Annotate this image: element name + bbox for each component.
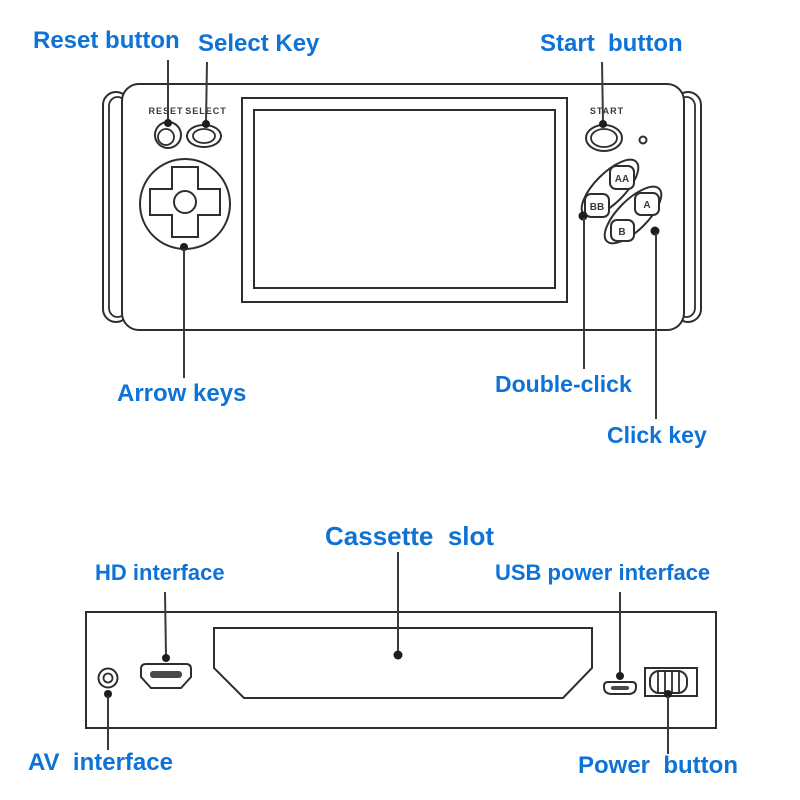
double-click-callout-dot <box>578 211 588 221</box>
usb-callout-dot <box>616 672 624 680</box>
av-jack-outer <box>97 667 119 689</box>
button-aa <box>609 165 635 190</box>
action-button-cluster: AA BB A B <box>580 158 663 245</box>
hd-callout-dot <box>162 654 170 662</box>
start-callout-line <box>601 61 604 123</box>
cassette-callout-dot <box>393 650 403 660</box>
dpad-center-dot <box>173 190 197 214</box>
screen-display <box>253 109 556 289</box>
bottom-callout-lines <box>104 552 672 754</box>
button-aa-label: AA <box>615 174 629 185</box>
click-callout-dot <box>650 226 660 236</box>
console-front-view: RESET SELECT START <box>102 60 702 419</box>
select-callout-line <box>205 61 208 123</box>
power-callout-dot <box>664 690 672 698</box>
click-callout-label: Click key <box>607 422 707 448</box>
cassette-slot-opening <box>213 627 593 699</box>
usb-port-slot <box>611 686 629 690</box>
button-a <box>634 192 660 216</box>
select-callout-label: Select Key <box>198 30 320 57</box>
reset-button-inner <box>157 128 175 146</box>
console-bottom-view <box>85 552 717 754</box>
select-callout-dot <box>202 120 210 128</box>
av-callout-label: AV interface <box>28 749 173 776</box>
button-bb <box>584 193 610 218</box>
start-device-label: START <box>590 106 624 116</box>
arrows-callout-label: Arrow keys <box>117 380 247 407</box>
double-click-callout-label: Double-click <box>495 371 632 397</box>
start-callout-dot <box>599 120 607 128</box>
reset-callout-dot <box>164 119 172 127</box>
av-jack <box>97 667 119 689</box>
av-callout-dot <box>104 690 112 698</box>
power-callout-label: Power button <box>578 752 738 779</box>
hdmi-port-slot <box>150 671 182 678</box>
usb-port <box>603 681 637 695</box>
button-bb-label: BB <box>590 202 604 213</box>
hd-callout-line <box>164 591 167 657</box>
front-callout-lines <box>164 60 660 419</box>
select-button-inner <box>192 128 216 144</box>
arrows-callout-dot <box>180 243 188 251</box>
button-b-label: B <box>618 227 625 238</box>
dpad-cross <box>149 166 221 238</box>
av-jack-inner <box>102 672 114 684</box>
button-a-label: A <box>643 200 650 211</box>
hdmi-port <box>140 663 192 689</box>
start-callout-label: Start button <box>540 30 683 57</box>
screen-bezel <box>241 97 568 303</box>
hdmi-port-outline <box>140 663 192 689</box>
usb-port-outline <box>603 681 637 695</box>
click-ellipse <box>603 185 663 245</box>
led-indicator-dot <box>638 135 648 145</box>
button-b <box>610 219 635 242</box>
reset-device-label: RESET <box>148 106 183 116</box>
start-button-inner <box>590 128 618 148</box>
power-switch <box>644 667 698 697</box>
usb-callout-label: USB power interface <box>495 560 711 585</box>
reset-callout-label: Reset button <box>33 27 180 54</box>
hd-callout-label: HD interface <box>95 560 225 585</box>
cassette-callout-label: Cassette slot <box>325 521 495 551</box>
